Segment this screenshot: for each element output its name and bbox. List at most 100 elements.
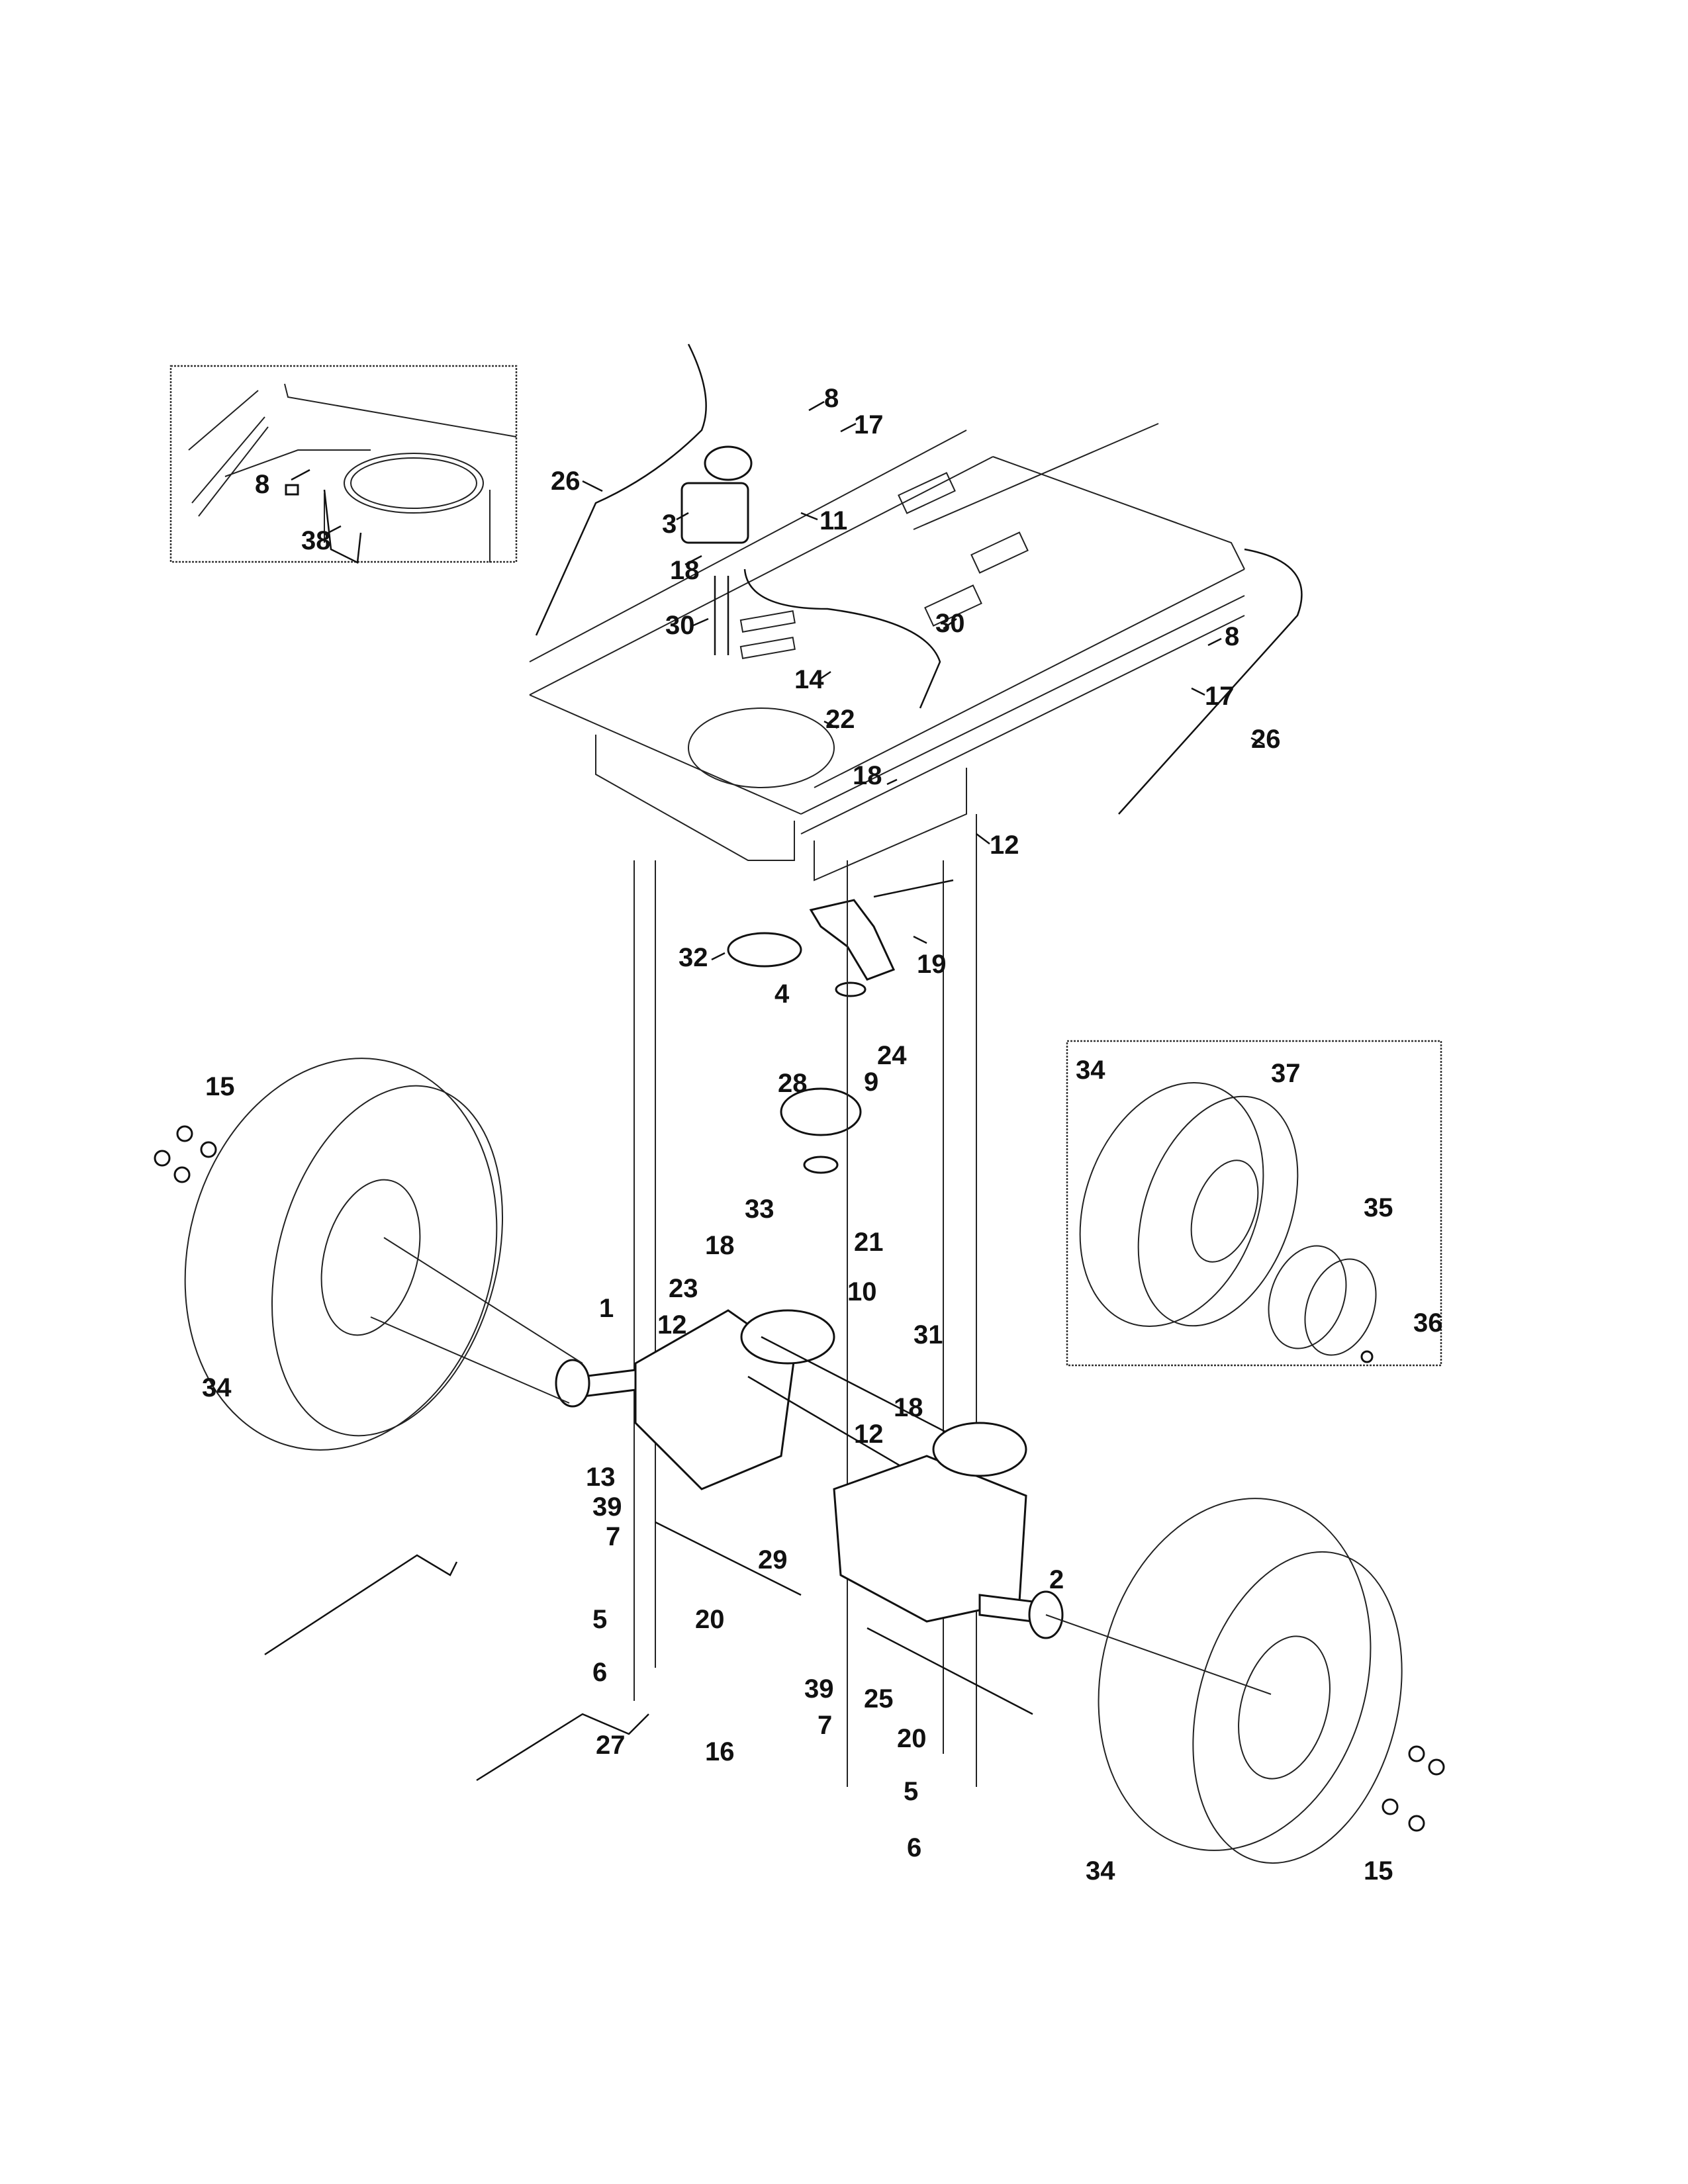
- guide-lines: [633, 814, 977, 1787]
- chassis-frame: [529, 423, 1245, 882]
- callout-19: 19: [917, 950, 947, 979]
- cable-part-26-left: [535, 343, 707, 636]
- callout-13: 13: [586, 1463, 616, 1492]
- transaxle-right: [833, 1422, 1064, 1639]
- hose-part-30-curved: [743, 569, 941, 709]
- callout-15: 15: [1364, 1856, 1393, 1886]
- callout-labels: 8 38 34 37 35 36 26 8 17 3 11 18 30 30 1…: [202, 384, 1443, 1886]
- callout-18: 18: [705, 1231, 735, 1260]
- callout-3: 3: [662, 510, 677, 539]
- callout-18: 18: [853, 761, 882, 790]
- hub-part-1: [555, 1359, 590, 1408]
- deck-slots: [739, 472, 1029, 659]
- callout-7: 7: [606, 1522, 620, 1551]
- callout-27: 27: [596, 1731, 626, 1760]
- valve-part-36: [1360, 1350, 1374, 1363]
- leader-lines: [291, 400, 1265, 961]
- callout-8: 8: [1225, 622, 1239, 651]
- callout-29: 29: [758, 1545, 788, 1574]
- inset-frame: [169, 365, 518, 563]
- callout-15: 15: [205, 1072, 235, 1101]
- callout-8: 8: [824, 384, 839, 413]
- callout-4: 4: [774, 979, 790, 1009]
- rod-part-27: [476, 1713, 649, 1782]
- rod-left-upper: [264, 1554, 458, 1656]
- transaxle-left: [555, 1309, 835, 1490]
- callout-6: 6: [907, 1833, 921, 1862]
- hook-part-38: [323, 489, 362, 564]
- lugnuts-right: [1382, 1745, 1445, 1832]
- wheel-left: [184, 1058, 583, 1451]
- rod-part-29: [655, 1521, 802, 1596]
- tire-bore: [1190, 1160, 1259, 1263]
- ring-part: [344, 453, 484, 514]
- callout-20: 20: [897, 1724, 927, 1753]
- deck-opening: [688, 707, 835, 788]
- ring-inner: [350, 457, 477, 509]
- washer-part-21: [803, 1156, 839, 1174]
- callout-17: 17: [854, 410, 884, 439]
- callout-16: 16: [705, 1737, 735, 1766]
- inset-wheel-detail: [1066, 1040, 1442, 1367]
- tire-part-37: [1079, 1082, 1264, 1327]
- callout-inset-34: 34: [1076, 1056, 1105, 1085]
- callout-inset-36: 36: [1413, 1308, 1443, 1338]
- reservoir-part-3: [680, 445, 753, 544]
- axle-lines-left: [370, 1237, 583, 1404]
- cable-part-26-right: [1118, 548, 1303, 815]
- callout-28: 28: [778, 1069, 808, 1098]
- callout-12: 12: [990, 831, 1019, 860]
- callout-34: 34: [202, 1373, 232, 1402]
- tire-face: [1137, 1095, 1299, 1327]
- callout-inset-35: 35: [1364, 1193, 1393, 1222]
- callout-39: 39: [592, 1492, 622, 1522]
- callout-2: 2: [1049, 1565, 1064, 1594]
- spacer-part-24: [835, 981, 867, 997]
- callout-18: 18: [894, 1393, 923, 1422]
- wheel-right: [1045, 1498, 1403, 1864]
- callout-5: 5: [904, 1777, 918, 1806]
- rim-face: [1304, 1258, 1377, 1356]
- callout-14: 14: [794, 665, 824, 694]
- callout-inset-8: 8: [255, 470, 269, 499]
- callout-20: 20: [695, 1605, 725, 1634]
- callout-12: 12: [854, 1420, 884, 1449]
- lugnuts-left: [154, 1125, 217, 1183]
- bracket-legs: [324, 490, 491, 563]
- callout-6: 6: [592, 1658, 607, 1687]
- callout-22: 22: [825, 705, 855, 734]
- bracket-part-4: [809, 899, 896, 981]
- spring-part-19: [873, 879, 954, 898]
- bolt-part-8: [285, 484, 299, 496]
- callout-25: 25: [864, 1684, 894, 1713]
- callout-7: 7: [818, 1711, 832, 1740]
- inset-frame-right: [1066, 1040, 1442, 1367]
- frame-lines: [188, 383, 517, 517]
- callout-21: 21: [854, 1228, 884, 1257]
- callout-39: 39: [804, 1674, 834, 1704]
- callout-34: 34: [1086, 1856, 1115, 1886]
- hose-part-30-vertical: [714, 576, 729, 655]
- deck-outline: [529, 423, 1245, 835]
- callout-12: 12: [657, 1310, 687, 1340]
- callout-33: 33: [745, 1195, 774, 1224]
- callout-26: 26: [551, 467, 581, 496]
- rod-part-25: [867, 1627, 1033, 1715]
- callout-30: 30: [665, 611, 695, 640]
- callout-inset-37: 37: [1271, 1059, 1301, 1088]
- callout-1: 1: [599, 1294, 614, 1323]
- callout-inset-38: 38: [301, 526, 331, 555]
- callout-11: 11: [820, 506, 847, 535]
- pulley-part-32: [727, 932, 802, 968]
- callout-5: 5: [592, 1605, 607, 1634]
- callout-18: 18: [670, 556, 700, 585]
- callout-32: 32: [679, 943, 708, 972]
- callout-26: 26: [1251, 725, 1281, 754]
- inset-bracket-detail: [169, 365, 518, 564]
- callout-17: 17: [1205, 682, 1235, 711]
- callout-31: 31: [914, 1320, 943, 1349]
- callout-9: 9: [864, 1068, 878, 1097]
- callout-10: 10: [847, 1277, 877, 1306]
- callout-24: 24: [877, 1041, 907, 1070]
